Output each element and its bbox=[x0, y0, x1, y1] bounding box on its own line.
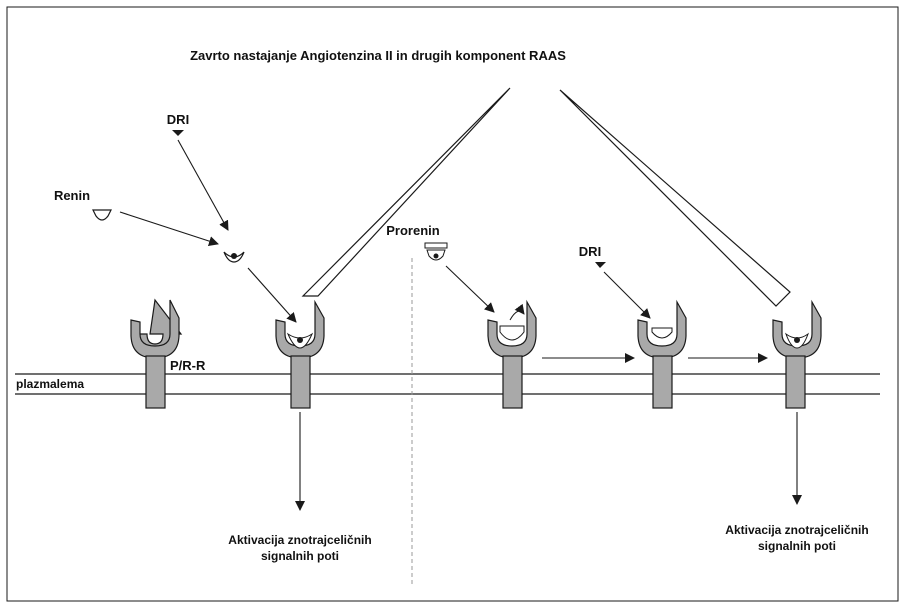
prorenin-molecule-icon bbox=[425, 243, 447, 260]
receptor-4 bbox=[638, 302, 686, 408]
arrow-dri-to-complex bbox=[178, 140, 228, 230]
diagram-title: Zavrto nastajanje Angiotenzina II in dru… bbox=[190, 48, 566, 63]
renin-molecule-icon bbox=[93, 210, 111, 220]
receptor-5 bbox=[773, 302, 821, 408]
dri-left-molecule-icon bbox=[172, 130, 184, 136]
dri-right-molecule-icon bbox=[595, 262, 606, 268]
arrow-prorenin-to-receptor bbox=[446, 266, 494, 312]
label-membrane: plazmalema bbox=[16, 377, 84, 391]
hollow-arrow-left bbox=[303, 88, 510, 296]
outcome-right-line2: signalnih poti bbox=[758, 539, 836, 553]
receptor-2 bbox=[276, 302, 324, 408]
hollow-arrow-right bbox=[560, 90, 790, 306]
outcome-left-line1: Aktivacija znotrajceličnih bbox=[228, 533, 371, 547]
arrow-dri-to-receptor bbox=[604, 272, 650, 318]
arrow-complex-to-receptor bbox=[248, 268, 296, 322]
receptor-3 bbox=[488, 302, 536, 408]
receptor-1 bbox=[131, 300, 181, 408]
thin-arrows bbox=[120, 140, 797, 510]
label-dri-left: DRI bbox=[167, 112, 189, 127]
diagram-frame bbox=[7, 7, 898, 601]
label-receptor: P/R-R bbox=[170, 358, 206, 373]
outcome-right-line1: Aktivacija znotrajceličnih bbox=[725, 523, 868, 537]
outcome-left-line2: signalnih poti bbox=[261, 549, 339, 563]
label-renin: Renin bbox=[54, 188, 90, 203]
label-dri-right: DRI bbox=[579, 244, 601, 259]
label-prorenin: Prorenin bbox=[386, 223, 440, 238]
arrow-renin-to-complex bbox=[120, 212, 218, 244]
